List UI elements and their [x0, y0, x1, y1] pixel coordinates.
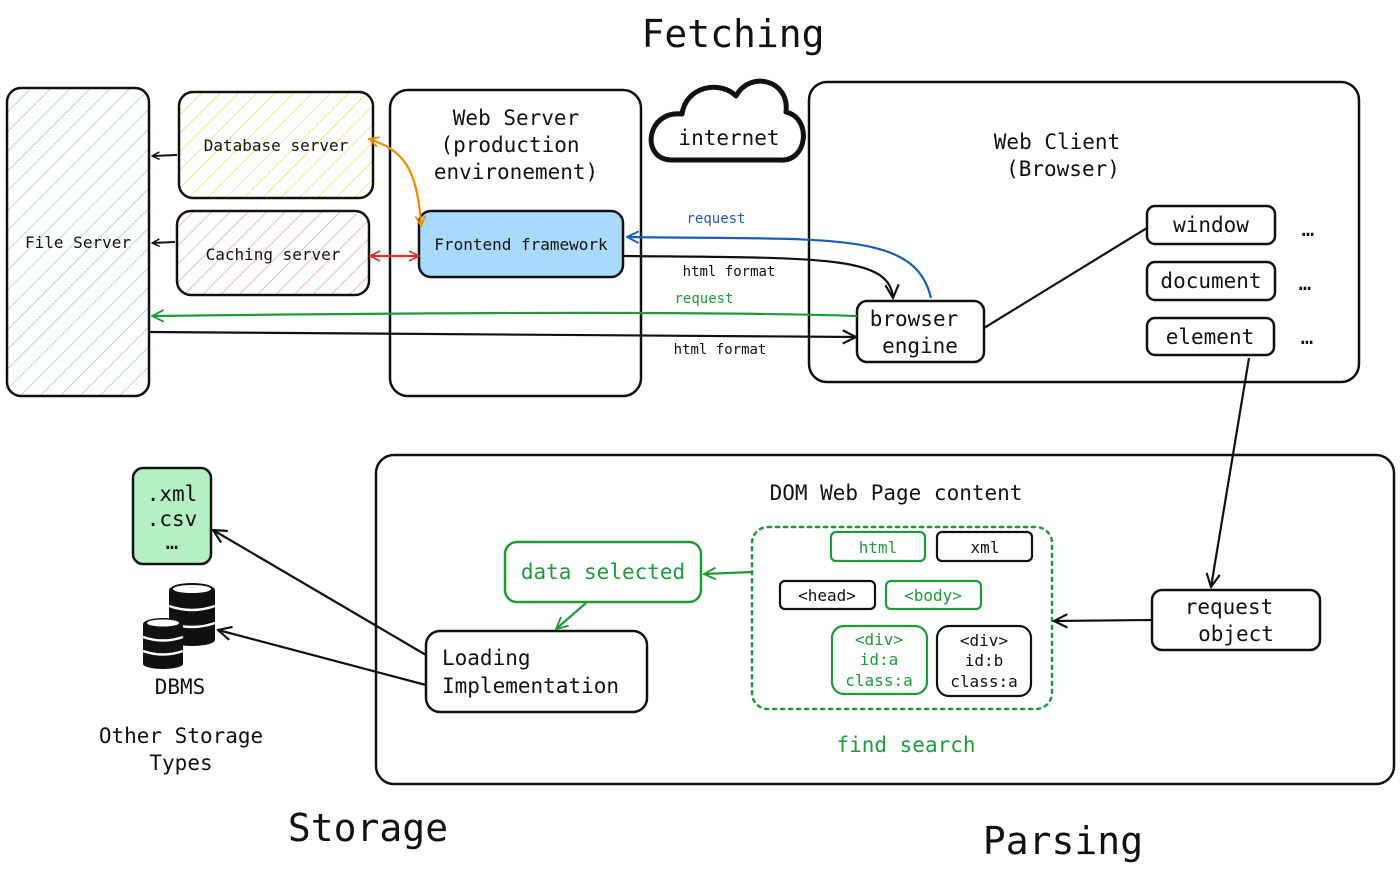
window-ellipsis: … [1302, 217, 1315, 241]
div-b-id: id:b [965, 651, 1004, 670]
div-b-box: <div> id:b class:a [935, 624, 1033, 698]
head-tag-box: <head> [778, 579, 877, 611]
div-a-tag: <div> [855, 630, 903, 649]
document-box: document [1145, 260, 1277, 302]
body-tag-box: <body> [884, 579, 983, 611]
div-a-box: <div> id:a class:a [830, 624, 929, 696]
window-box: window [1145, 204, 1277, 246]
request-object-box: request object [1150, 588, 1322, 652]
database-server-label: Database server [204, 136, 349, 155]
arrow-file-to-engine [148, 332, 856, 337]
frontend-framework-box: Frontend framework [417, 209, 625, 279]
document-label: document [1160, 269, 1261, 293]
arrow-selected-to-loading [556, 602, 587, 629]
file-server-label: File Server [25, 233, 131, 252]
loading-implementation-box: Loading Implementation [424, 629, 649, 714]
element-label: element [1166, 325, 1255, 349]
web-server-title-3: environement) [434, 160, 598, 184]
div-b-class: class:a [950, 672, 1017, 691]
dom-title: DOM Web Page content [770, 481, 1023, 505]
arrow-element-to-request [1211, 357, 1251, 587]
arrow-cache-to-file [152, 242, 176, 243]
request-label-blue: request [686, 211, 745, 227]
file-type-more: … [166, 530, 179, 554]
xml-tag-box: xml [935, 530, 1034, 563]
element-ellipsis: … [1301, 325, 1314, 349]
other-storage-label-2: Types [149, 751, 212, 775]
file-type-xml: .xml [147, 482, 198, 506]
arrow-loading-to-dbms [218, 630, 427, 687]
head-tag-label: <head> [798, 586, 856, 605]
html-format-label-1: html format [683, 264, 776, 280]
database-server-box: Database server [177, 90, 375, 200]
arrow-dom-to-selected [704, 572, 753, 574]
element-box: element [1145, 316, 1276, 357]
web-server-title-1: Web Server [453, 106, 579, 130]
arrow-html-to-engine [623, 254, 893, 298]
div-a-class: class:a [845, 671, 912, 690]
body-tag-label: <body> [904, 586, 962, 605]
div-b-tag: <div> [960, 631, 1008, 650]
arrow-db-to-file [152, 155, 178, 156]
data-selected-label: data selected [521, 560, 685, 584]
web-server-title-2: (production [440, 133, 579, 157]
file-server-box: File Server [5, 86, 151, 398]
arrow-db-frontend [369, 139, 421, 226]
find-search-region [750, 525, 1054, 711]
html-tag-box: html [829, 530, 927, 563]
file-type-csv: .csv [147, 507, 198, 531]
browser-engine-box: browser engine [855, 299, 986, 364]
caching-server-box: Caching server [175, 209, 371, 297]
caching-server-label: Caching server [206, 245, 341, 264]
web-client-title-1: Web Client [994, 130, 1120, 154]
window-label: window [1173, 213, 1249, 237]
browser-engine-label-1: browser [870, 307, 959, 331]
div-a-id: id:a [860, 650, 899, 669]
web-client-title-2: (Browser) [1006, 157, 1120, 181]
arrow-loading-to-files [213, 530, 427, 656]
other-storage-label-1: Other Storage [99, 724, 263, 748]
file-types-box: .xml .csv … [131, 466, 213, 566]
find-search-label: find search [836, 733, 975, 757]
document-ellipsis: … [1299, 271, 1312, 295]
data-selected-box: data selected [503, 540, 703, 604]
xml-tag-label: xml [971, 538, 1000, 557]
loading-label-1: Loading [442, 646, 531, 670]
arrow-request-green [152, 313, 858, 316]
request-object-label-1: request [1185, 595, 1274, 619]
frontend-framework-label: Frontend framework [434, 235, 608, 254]
heading-storage: Storage [288, 806, 448, 850]
request-label-green: request [674, 291, 733, 307]
html-format-label-2: html format [674, 342, 767, 358]
arrow-request-to-dom [1054, 620, 1153, 621]
database-icon [142, 583, 216, 669]
line-engine-to-window [983, 227, 1148, 329]
arrow-request-blue [627, 237, 933, 299]
cloud-icon: internet [648, 78, 806, 163]
dbms-label: DBMS [155, 675, 206, 699]
html-tag-label: html [859, 538, 898, 557]
heading-fetching: Fetching [641, 12, 824, 56]
browser-engine-label-2: engine [882, 334, 958, 358]
internet-label: internet [678, 126, 779, 150]
loading-label-2: Implementation [442, 674, 619, 698]
heading-parsing: Parsing [983, 819, 1143, 863]
request-object-label-2: object [1198, 622, 1274, 646]
